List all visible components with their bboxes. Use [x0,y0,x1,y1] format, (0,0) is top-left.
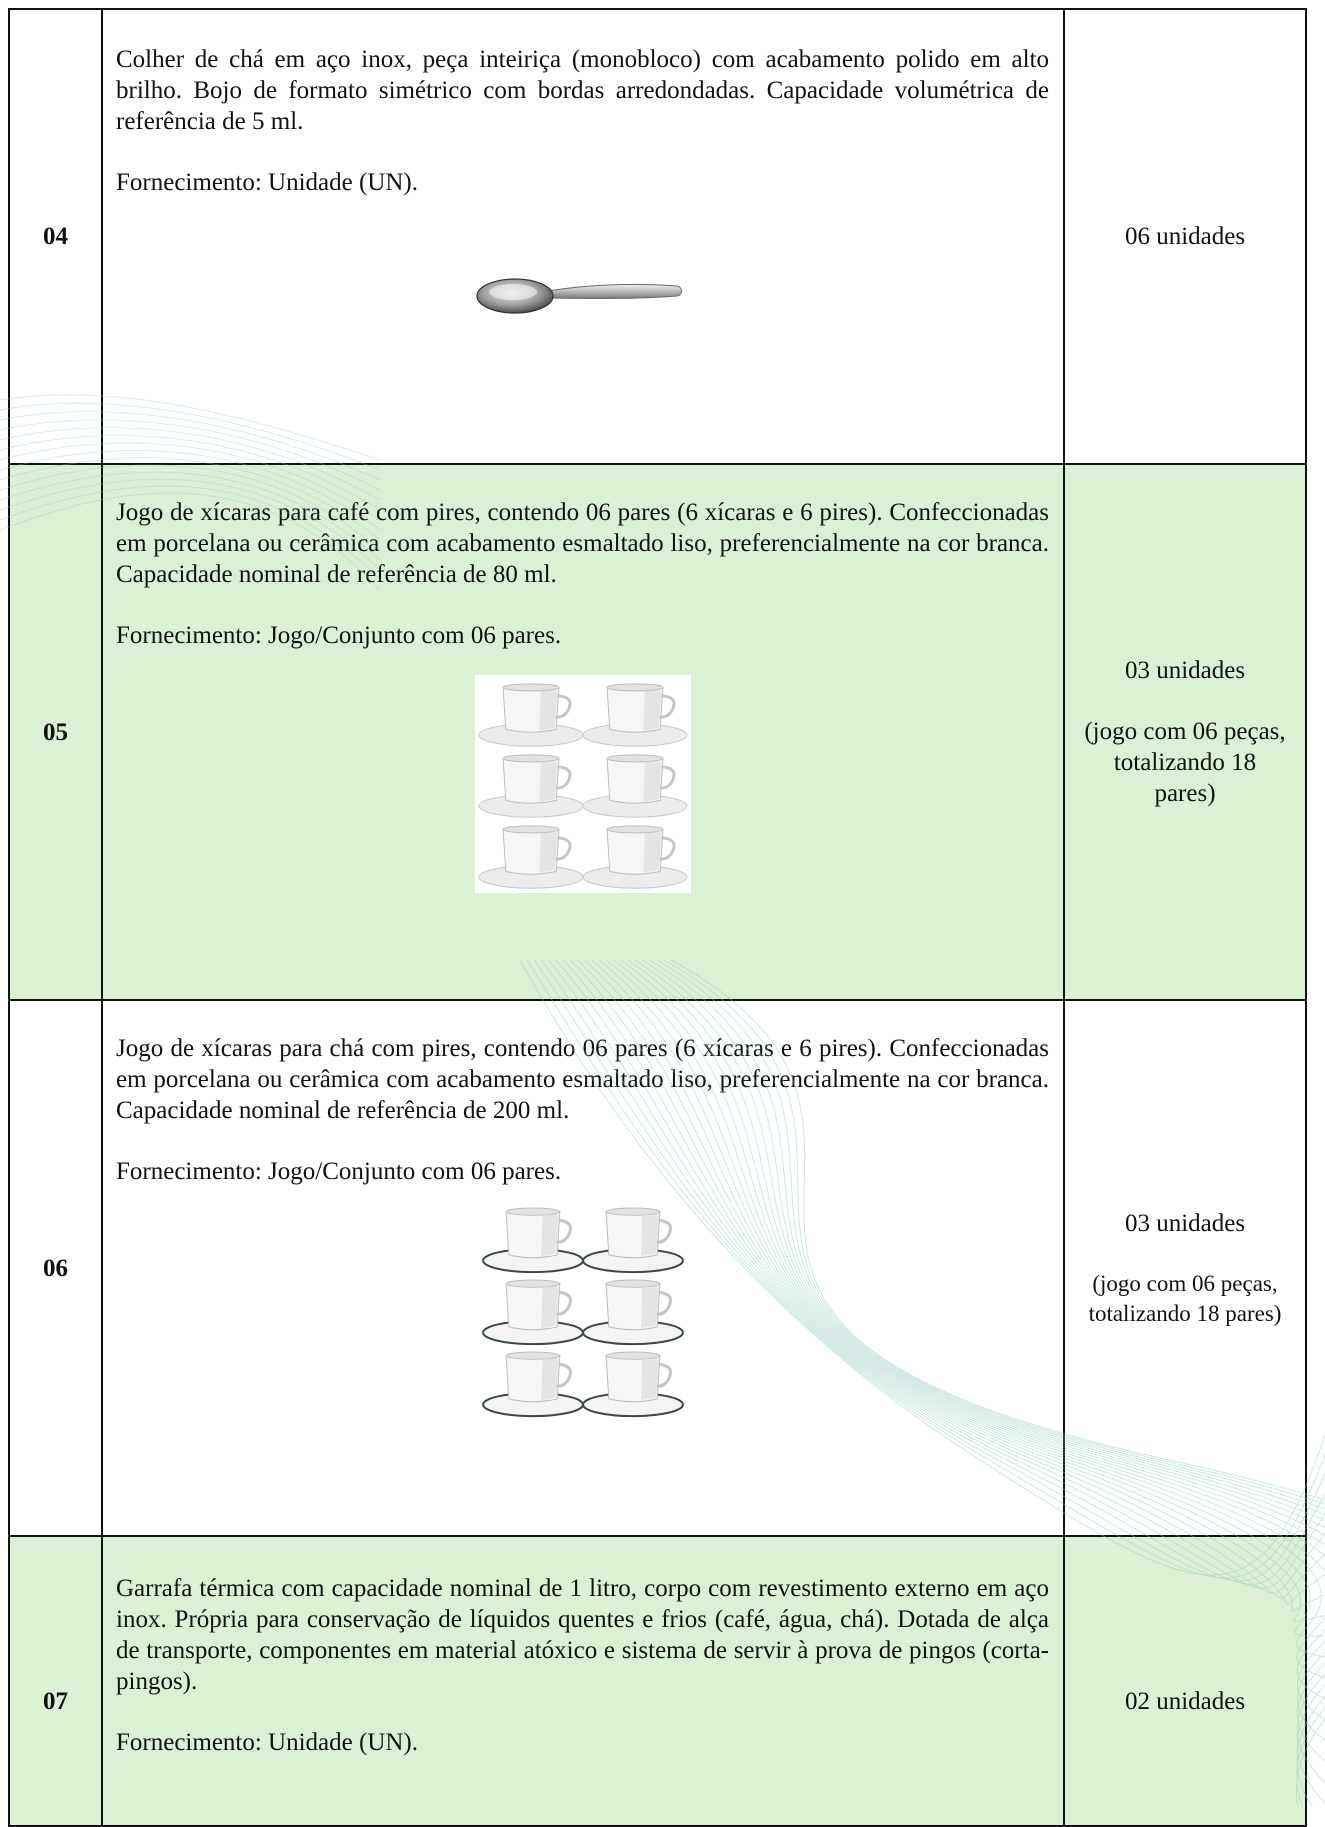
cup-and-saucer [478,825,583,889]
item-quantity-cell: 02 unidades [1063,1535,1307,1827]
item-number: 07 [8,1535,103,1827]
item-description-cell: Colher de chá em aço inox, peça inteiriç… [101,8,1065,465]
table-row: 04 Colher de chá em aço inox, peça intei… [8,8,1307,465]
items-table: 04 Colher de chá em aço inox, peça intei… [8,8,1307,1827]
cup-and-saucer [581,1279,684,1346]
item-description-cell: Jogo de xícaras para café com pires, con… [101,463,1065,1001]
tea-cups-set-photo [480,1197,685,1421]
cup-and-saucer [481,1279,584,1346]
item-supply: Fornecimento: Unidade (UN). [116,1729,419,1756]
item-description: Jogo de xícaras para chá com pires, cont… [116,1035,1049,1124]
item-supply: Fornecimento: Unidade (UN). [116,169,419,196]
teaspoon-photo [454,222,711,366]
item-number: 05 [8,463,103,1001]
item-supply: Fornecimento: Jogo/Conjunto com 06 pares… [116,622,562,649]
cup-and-saucer [581,1207,684,1274]
item-quantity-cell: 03 unidades (jogo com 06 peças, totaliza… [1063,999,1307,1537]
table-row: 05 Jogo de xícaras para café com pires, … [8,463,1307,1001]
item-description: Jogo de xícaras para café com pires, con… [116,499,1049,588]
item-quantity-note: (jogo com 06 peças, totalizando 18 pares… [1088,1270,1282,1326]
item-quantity: 03 unidades [1124,1209,1246,1237]
item-quantity: 06 unidades [1124,223,1246,250]
cup-and-saucer [478,754,583,818]
item-description-cell: Jogo de xícaras para chá com pires, cont… [101,999,1065,1537]
cup-and-saucer [481,1207,584,1274]
item-supply: Fornecimento: Jogo/Conjunto com 06 pares… [116,1158,562,1185]
item-quantity: 03 unidades [1124,657,1246,684]
coffee-cups-set-photo [474,675,691,893]
item-description: Colher de chá em aço inox, peça inteiriç… [116,46,1049,135]
item-number: 06 [8,999,103,1537]
cup-and-saucer [481,1351,584,1418]
item-number: 04 [8,8,103,465]
item-quantity-note: (jogo com 06 peças, totalizando 18 pares… [1084,718,1286,807]
cup-and-saucer [478,683,583,747]
cup-and-saucer [581,1351,684,1418]
item-quantity-cell: 03 unidades (jogo com 06 peças, totaliza… [1063,463,1307,1001]
cup-and-saucer [582,754,687,818]
item-description: Garrafa térmica com capacidade nominal d… [116,1575,1049,1695]
item-quantity-cell: 06 unidades [1063,8,1307,465]
cup-and-saucer [582,683,687,747]
table-row: 07 Garrafa térmica com capacidade nomina… [8,1535,1307,1827]
cup-and-saucer [582,825,687,889]
item-description-cell: Garrafa térmica com capacidade nominal d… [101,1535,1065,1827]
table-row: 06 Jogo de xícaras para chá com pires, c… [8,999,1307,1537]
item-quantity: 02 unidades [1124,1687,1246,1715]
